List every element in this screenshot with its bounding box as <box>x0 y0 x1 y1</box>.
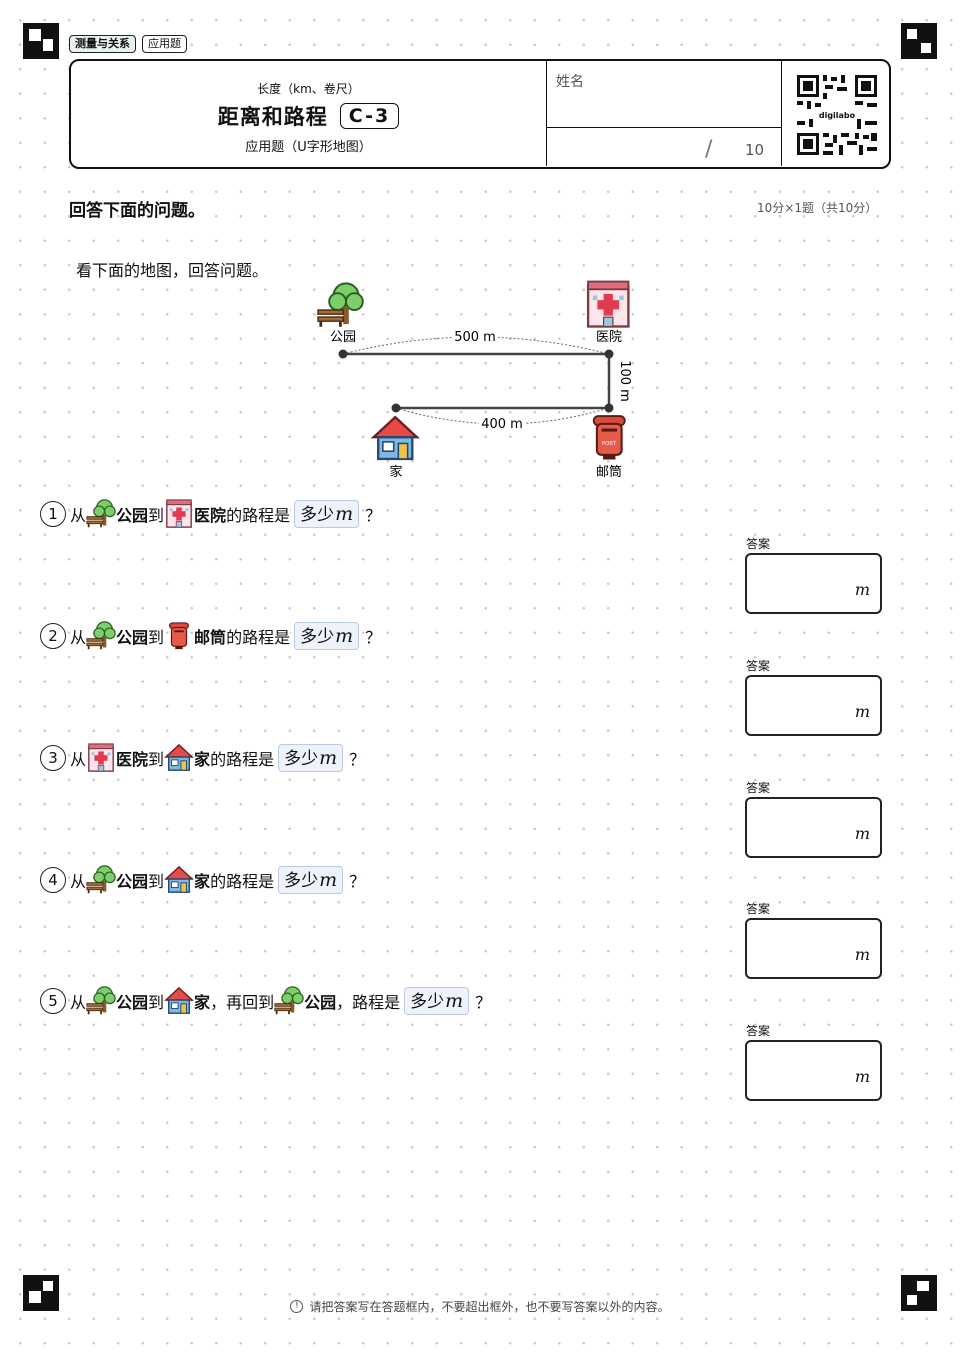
house-icon <box>164 986 194 1016</box>
park-icon <box>86 986 116 1016</box>
postbox-icon <box>592 415 626 461</box>
footer-text: 请把答案写在答题框内，不要超出框外，也不要写答案以外的内容。 <box>309 1300 670 1314</box>
map-label-home: 家 <box>389 464 402 480</box>
postbox-icon <box>164 621 194 651</box>
answer-label: 答案 <box>746 781 771 795</box>
info-icon: ! <box>290 1300 304 1313</box>
subtitle: 应用题（U字形地图） <box>245 140 372 155</box>
postbox-post-text: POST <box>602 441 617 447</box>
title-area: 长度（km、卷尺） 距离和路程 C-3 应用题（U字形地图） <box>71 61 547 166</box>
footer-note: ! 请把答案写在答题框内，不要超出框外，也不要写答案以外的内容。 <box>0 1297 960 1315</box>
page-title: 距离和路程 <box>217 105 328 129</box>
hospital-icon <box>586 280 630 328</box>
park-icon <box>86 499 116 529</box>
answer-box-5[interactable]: m <box>745 1040 882 1101</box>
section-title: 回答下面的问题。 <box>69 201 205 221</box>
question-number: 2 <box>40 623 66 649</box>
worksheet-code: C-3 <box>339 103 400 129</box>
qr-label: digilabo <box>819 111 856 120</box>
map-label-park: 公园 <box>330 330 356 345</box>
question-number: 1 <box>40 501 66 527</box>
answer-label: 答案 <box>746 537 771 551</box>
corner-marker-top-right <box>901 23 937 59</box>
answer-label: 答案 <box>746 902 771 916</box>
park-icon <box>86 865 116 895</box>
house-icon <box>372 415 419 461</box>
name-label: 姓名 <box>556 74 584 90</box>
hospital-icon <box>86 743 116 773</box>
tag-category: 测量与关系 <box>69 35 136 53</box>
supertitle: 长度（km、卷尺） <box>257 82 360 96</box>
question-number: 5 <box>40 988 66 1014</box>
answer-label: 答案 <box>746 1024 771 1038</box>
question-number: 3 <box>40 745 66 771</box>
name-divider <box>547 127 781 128</box>
distance-postbox-home: 400 m <box>481 417 523 432</box>
tag-type: 应用题 <box>142 35 187 53</box>
intro-text: 看下面的地图，回答问题。 <box>74 256 271 282</box>
score-total: 10 <box>745 141 765 159</box>
answer-box-3[interactable]: m <box>745 797 882 858</box>
distance-park-hospital: 500 m <box>454 330 496 345</box>
answer-box-1[interactable]: m <box>745 553 882 614</box>
route-map: 500 m 100 m 400 m 公园 医院 家 POST 邮筒 <box>317 280 632 480</box>
corner-marker-bottom-left <box>23 1275 59 1311</box>
category-tags: 测量与关系 应用题 <box>69 35 187 53</box>
park-icon <box>86 621 116 651</box>
score-note: 10分×1题（共10分） <box>757 201 878 215</box>
qr-code-icon: digilabo <box>795 73 879 157</box>
corner-marker-bottom-right <box>901 1275 937 1311</box>
answer-box-4[interactable]: m <box>745 918 882 979</box>
name-score-area: 姓名 / 10 <box>547 61 782 166</box>
map-label-postbox: 邮筒 <box>596 464 622 480</box>
map-label-hospital: 医院 <box>596 330 622 345</box>
question-number: 4 <box>40 867 66 893</box>
score-slash: / <box>705 137 713 162</box>
park-bench-tree-icon <box>317 282 364 328</box>
worksheet-header: 长度（km、卷尺） 距离和路程 C-3 应用题（U字形地图） 姓名 / 10 d… <box>69 59 891 169</box>
answer-label: 答案 <box>746 659 771 673</box>
distance-hospital-postbox: 100 m <box>617 360 632 402</box>
hospital-icon <box>164 499 194 529</box>
house-icon <box>164 865 194 895</box>
house-icon <box>164 743 194 773</box>
corner-marker-top-left <box>23 23 59 59</box>
answer-box-2[interactable]: m <box>745 675 882 736</box>
park-icon <box>274 986 304 1016</box>
